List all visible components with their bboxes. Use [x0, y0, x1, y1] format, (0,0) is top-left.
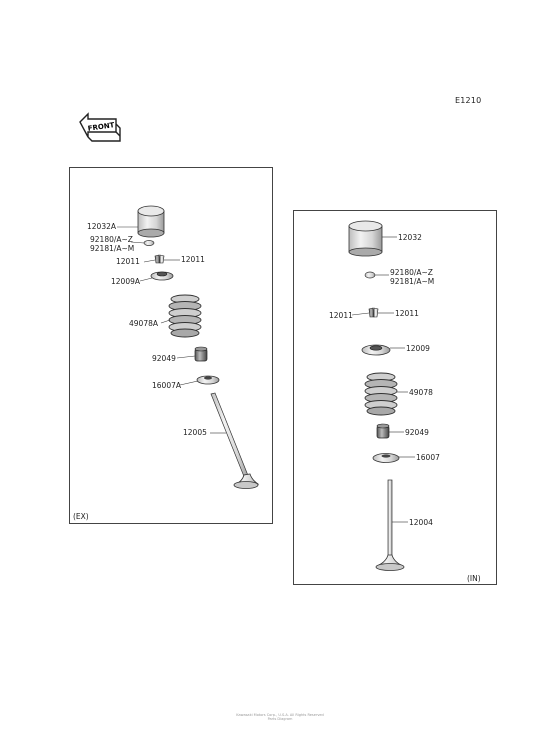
- ex-keeper-label-right: 12011: [181, 255, 205, 264]
- exhaust-panel: [69, 167, 273, 524]
- ex-keeper-label-left: 12011: [116, 257, 140, 266]
- in-shim: [364, 271, 376, 279]
- in-shim-label-2: 92181/A~M: [390, 277, 435, 286]
- ex-valve-label: 12005: [183, 428, 207, 437]
- footer-line-2: Parts Diagram: [267, 717, 293, 721]
- in-seat-label: 16007: [416, 453, 440, 462]
- intake-panel: [293, 210, 497, 585]
- ex-seat-label: 16007A: [152, 381, 181, 390]
- in-tappet-label: 12032: [398, 233, 422, 242]
- in-keeper-label-left: 12011: [329, 311, 353, 320]
- ex-seal-label: 92049: [152, 354, 176, 363]
- ex-seal: [194, 346, 208, 362]
- ex-keepers: [154, 254, 165, 264]
- ex-spring: [168, 294, 202, 338]
- ex-shim-label-1: 92180/A~Z: [90, 235, 133, 244]
- in-panel-tag: (IN): [467, 574, 481, 583]
- ex-tappet-label: 12032A: [87, 222, 116, 231]
- ex-panel-tag: (EX): [73, 512, 89, 521]
- in-keeper-label-right: 12011: [395, 309, 419, 318]
- ex-retainer: [150, 271, 174, 281]
- in-spring: [364, 372, 398, 416]
- in-valve-label: 12004: [409, 518, 433, 527]
- in-valve: [375, 479, 405, 571]
- in-retainer-label: 12009: [406, 344, 430, 353]
- ex-shim: [143, 240, 155, 246]
- ex-seat: [196, 375, 220, 385]
- in-tappet: [348, 220, 383, 257]
- in-keepers: [368, 307, 379, 318]
- ex-retainer-label: 12009A: [111, 277, 140, 286]
- in-retainer: [361, 344, 391, 356]
- ex-shim-label-2: 92181/A~M: [90, 244, 135, 253]
- ex-tappet: [137, 205, 165, 238]
- footer-copyright: Kawasaki Motors Corp., U.S.A. All Rights…: [200, 713, 360, 721]
- page-code: E1210: [455, 96, 482, 105]
- in-seat: [372, 453, 400, 463]
- in-seal-label: 92049: [405, 428, 429, 437]
- in-seal: [376, 423, 390, 439]
- front-direction-icon: FRONT: [79, 112, 121, 142]
- ex-spring-label: 49078A: [129, 319, 158, 328]
- footer-line-1: Kawasaki Motors Corp., U.S.A. All Rights…: [236, 713, 324, 717]
- ex-valve: [210, 392, 260, 489]
- in-shim-label-1: 92180/A~Z: [390, 268, 433, 277]
- in-spring-label: 49078: [409, 388, 433, 397]
- front-label: FRONT: [87, 121, 115, 133]
